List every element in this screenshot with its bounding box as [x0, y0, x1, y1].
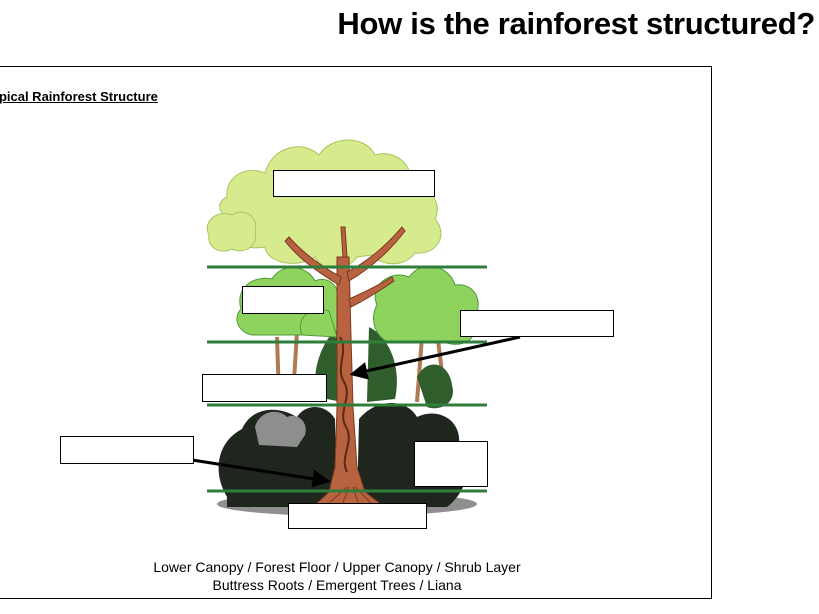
buttress-roots-label-box[interactable]: [60, 436, 194, 464]
liana-arrow: [349, 335, 521, 380]
worksheet-title: opical Rainforest Structure: [0, 89, 158, 104]
layer-divider-lines: [207, 265, 487, 493]
liana-label-box[interactable]: [460, 310, 614, 337]
slide-title: How is the rainforest structured?: [337, 6, 815, 41]
rainforest-structure-diagram: [191, 139, 521, 516]
forest-floor-label-box[interactable]: [288, 503, 427, 529]
worksheet-panel: opical Rainforest Structure: [0, 66, 712, 599]
emergent-layer-label-box[interactable]: [273, 170, 435, 197]
word-bank-line-2: Buttress Roots / Emergent Trees / Liana: [212, 577, 462, 593]
word-bank-line-1: Lower Canopy / Forest Floor / Upper Cano…: [153, 559, 521, 575]
shrub-layer-label-box[interactable]: [414, 441, 488, 487]
buttress-roots-arrow: [191, 458, 331, 488]
background-shrubs: [255, 411, 306, 447]
lower-canopy-label-box[interactable]: [202, 374, 327, 402]
emergent-foliage: [206, 139, 442, 269]
upper-canopy-label-box[interactable]: [242, 286, 324, 314]
